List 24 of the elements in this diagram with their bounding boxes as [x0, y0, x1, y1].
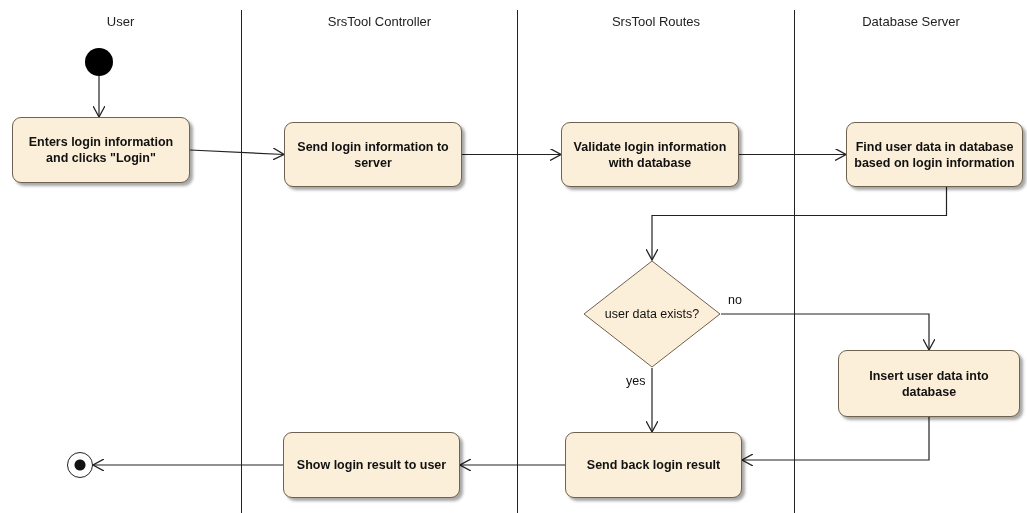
- arrow: [459, 458, 566, 472]
- arrow: [92, 458, 284, 472]
- arrow: [645, 186, 948, 261]
- activity-box: Show login result to user: [283, 432, 460, 498]
- activity-box: Find user data in database based on login information: [846, 122, 1023, 187]
- end-node: [67, 452, 93, 478]
- activity-box: Send login information to server: [284, 122, 462, 187]
- lane-header: SrsTool Routes: [610, 14, 702, 29]
- arrow: [92, 75, 106, 118]
- arrow: [741, 416, 930, 467]
- arrow: [189, 147, 285, 161]
- arrow: [720, 313, 936, 351]
- arrow: [645, 367, 659, 433]
- lane-header: SrsTool Controller: [326, 14, 433, 29]
- lane-header: User: [105, 14, 136, 29]
- activity-box: Send back login result: [565, 432, 742, 498]
- start-node: [85, 48, 113, 76]
- activity-box: Enters login information and clicks "Login": [12, 117, 190, 183]
- activity-box: Insert user data into database: [838, 350, 1020, 417]
- activity-box: Validate login information with database: [561, 122, 739, 187]
- arrow: [738, 147, 847, 162]
- decision-diamond: user data exists?: [583, 260, 721, 368]
- arrow: [461, 147, 562, 162]
- lane-header: Database Server: [861, 14, 961, 29]
